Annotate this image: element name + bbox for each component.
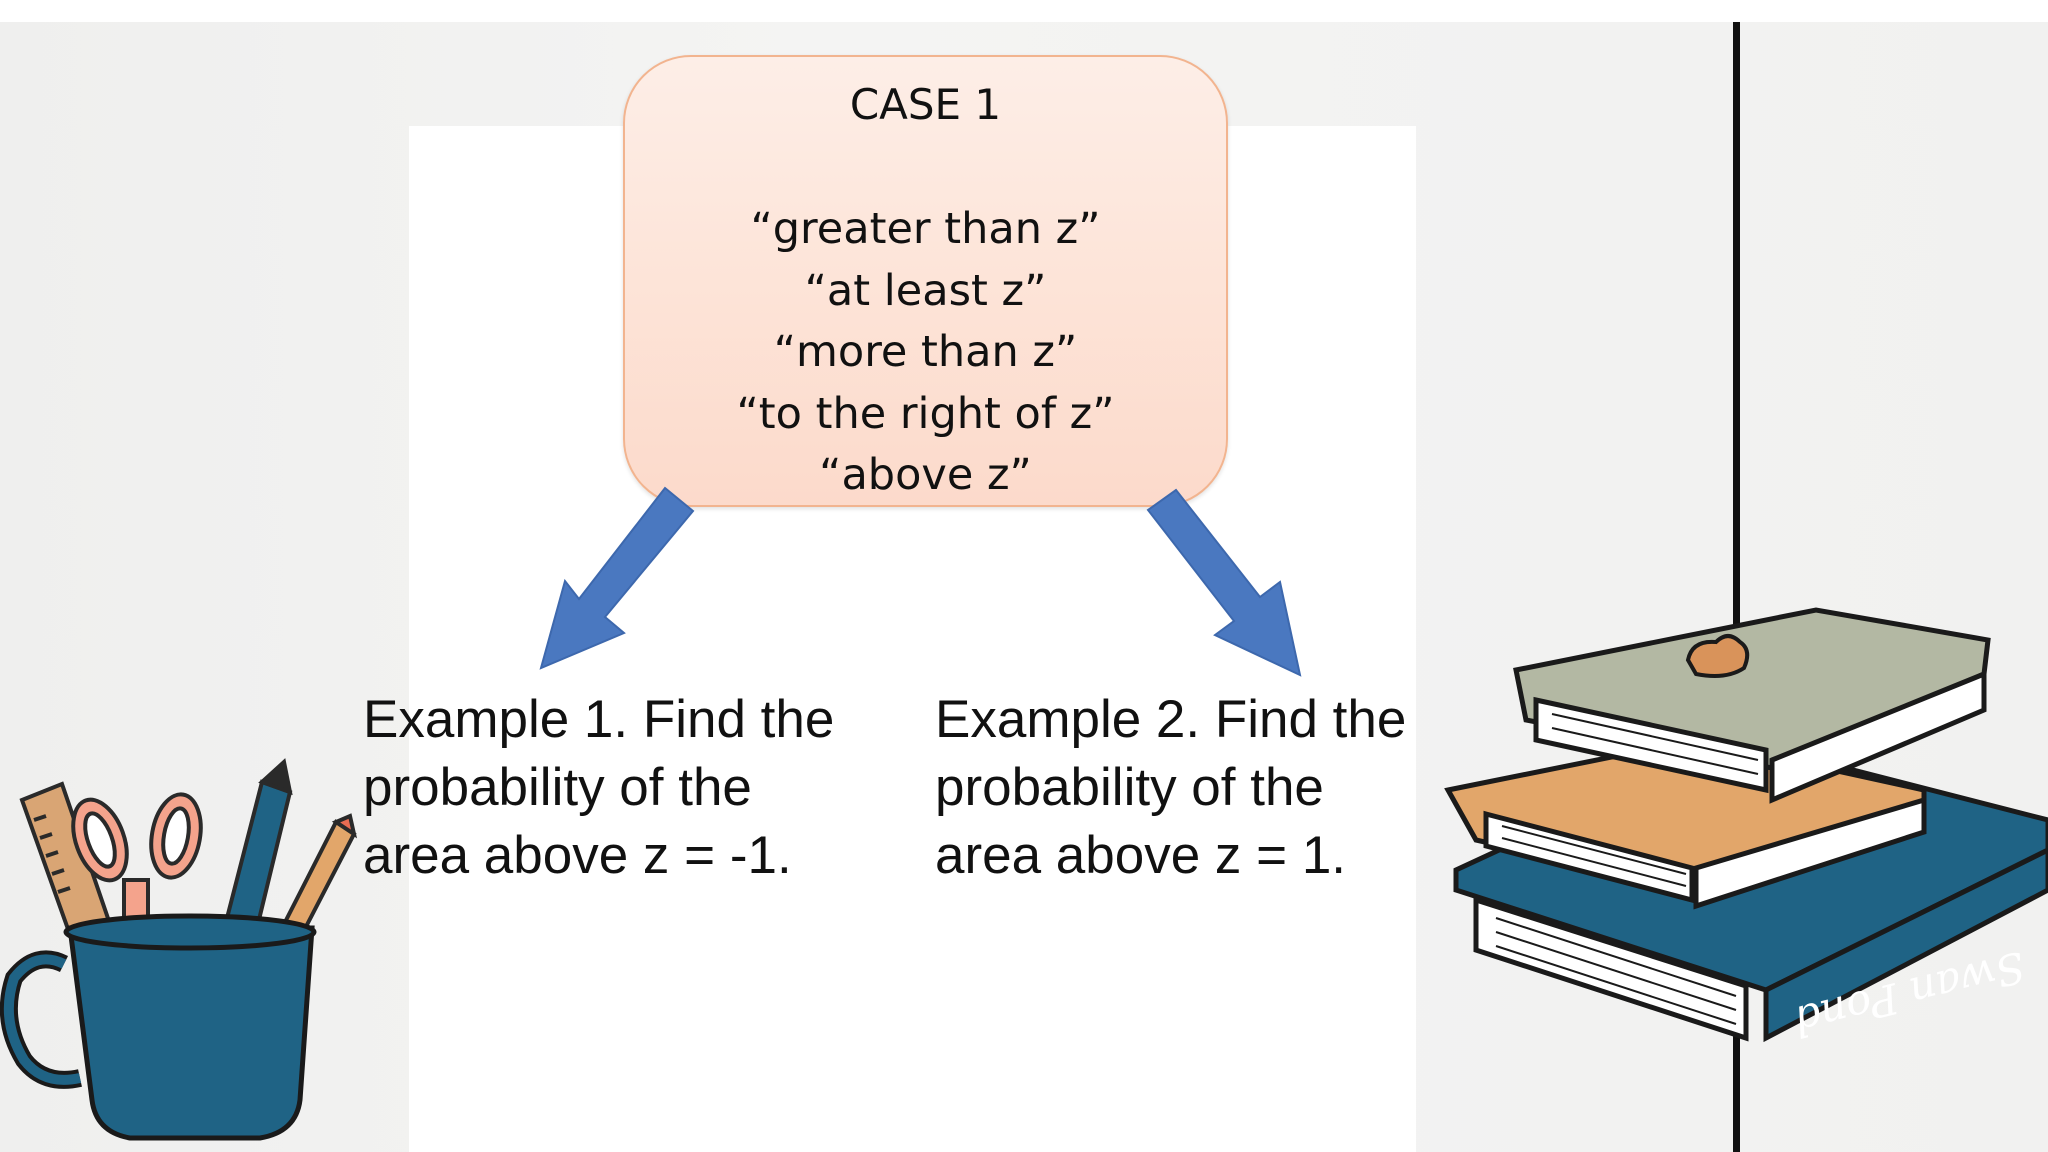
- phrase-at-least: “at least z”: [804, 265, 1047, 316]
- case-title: CASE 1: [849, 80, 1002, 129]
- pencil-cup-icon: [0, 758, 358, 1141]
- book-stack-icon: Swan Pond: [1444, 607, 2048, 1046]
- example-1-line-2: probability of the: [363, 758, 752, 817]
- example-1: Example 1. Find the probability of the a…: [363, 686, 834, 890]
- phrase-more-than: “more than z”: [773, 327, 1078, 377]
- example-1-line-3: area above z = -1.: [363, 826, 792, 885]
- example-2-line-3: area above z = 1.: [935, 826, 1347, 885]
- example-2-line-2: probability of the: [935, 758, 1324, 817]
- example-2-line-1: Example 2. Find the: [935, 690, 1407, 749]
- case-phrases: “greater than z” “at least z” “more than…: [625, 199, 1226, 507]
- phrase-greater-than: “greater than z”: [750, 204, 1101, 254]
- case-box: CASE 1 “greater than z” “at least z” “mo…: [623, 55, 1228, 507]
- example-2: Example 2. Find the probability of the a…: [935, 686, 1406, 890]
- phrase-above: “above z”: [819, 450, 1032, 500]
- example-1-line-1: Example 1. Find the: [363, 690, 835, 749]
- vertical-divider: [1733, 22, 1740, 1152]
- phrase-right-of: “to the right of z”: [736, 388, 1115, 439]
